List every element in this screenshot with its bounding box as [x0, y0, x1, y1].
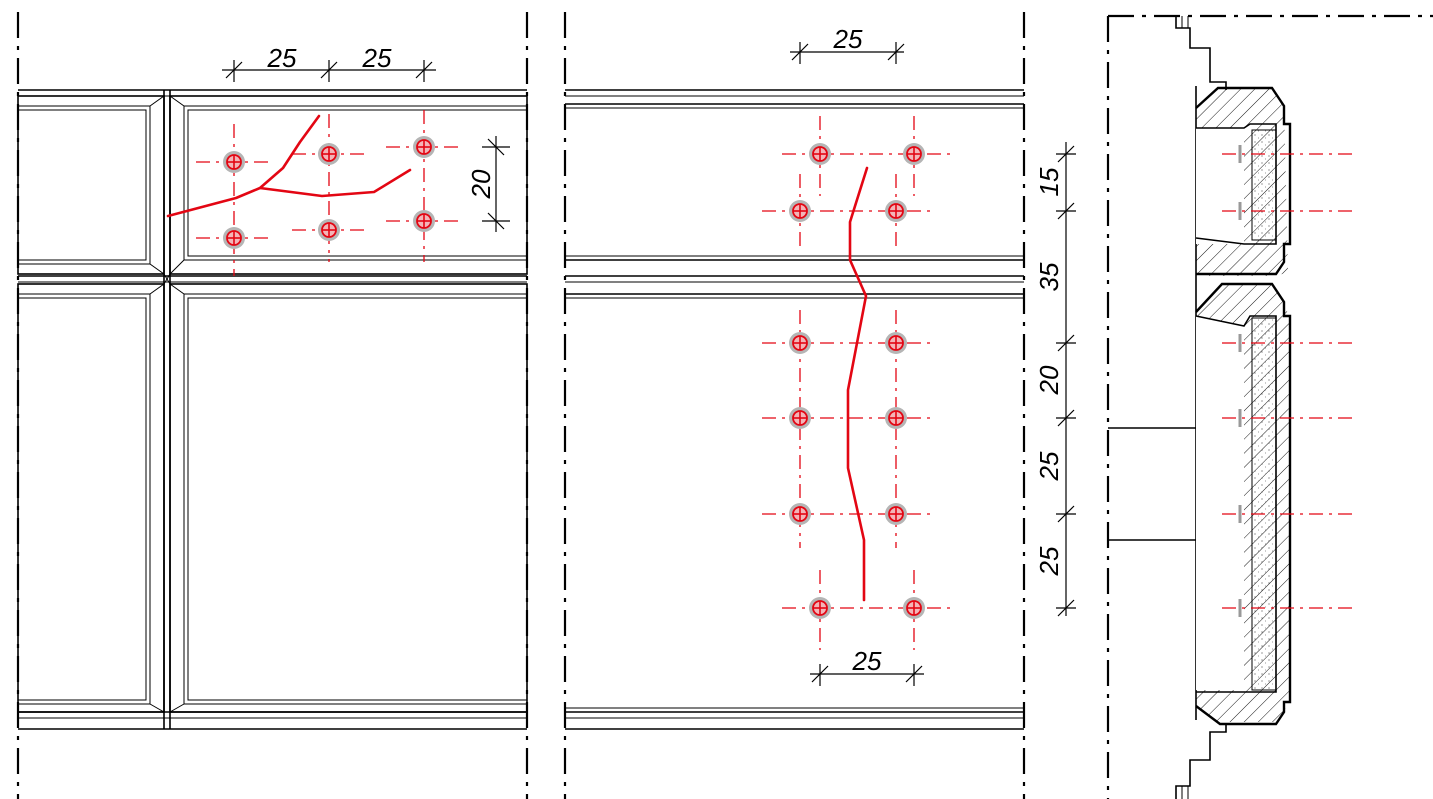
anchor-point-icon [885, 503, 907, 525]
elevation-a: 25 25 20 [17, 43, 528, 730]
dim-label-v2: 35 [1034, 262, 1064, 291]
anchor-point-icon [789, 503, 811, 525]
anchor-point-icon [223, 151, 245, 173]
crack-a [166, 114, 412, 218]
anchor-point-icon [903, 597, 925, 619]
anchor-point-icon [318, 143, 340, 165]
anchors-a [223, 136, 435, 249]
crack-b [846, 166, 869, 602]
dim-label-v1: 15 [1034, 167, 1064, 196]
anchor-point-icon [789, 332, 811, 354]
dimension-b-bottom: 25 [810, 646, 924, 686]
dimension-b-top: 25 [790, 24, 905, 64]
anchor-point-icon [318, 219, 340, 241]
anchor-point-icon [789, 407, 811, 429]
panel-lower-right [169, 283, 528, 713]
dim-label-a-side: 20 [466, 169, 496, 199]
anchor-grid-a [196, 110, 460, 276]
dim-label-v3: 20 [1034, 365, 1064, 395]
elevation-b: 25 25 15 35 20 [565, 24, 1076, 730]
anchors-b [789, 143, 925, 619]
dim-label-b-bottom: 25 [852, 646, 882, 676]
anchor-point-icon [789, 200, 811, 222]
anchor-point-icon [903, 143, 925, 165]
section-anchor-lines [1222, 145, 1352, 617]
anchor-point-icon [885, 332, 907, 354]
dim-label-a-top-left: 25 [267, 43, 297, 73]
dimension-vertical-chain: 15 35 20 25 25 [1034, 142, 1076, 617]
panel-lower-left [17, 283, 165, 713]
anchor-point-icon [223, 227, 245, 249]
dim-label-b-top: 25 [833, 24, 863, 54]
dim-label-v5: 25 [1034, 546, 1064, 576]
dimension-a-top: 25 25 [222, 43, 436, 82]
panel-upper-left [17, 95, 165, 275]
section-view [1108, 16, 1352, 799]
anchor-point-icon [885, 200, 907, 222]
anchor-point-icon [413, 210, 435, 232]
anchor-point-icon [809, 143, 831, 165]
dim-label-v4: 25 [1034, 451, 1064, 481]
anchor-point-icon [885, 407, 907, 429]
dim-label-a-top-right: 25 [362, 43, 392, 73]
dimension-a-side: 20 [466, 136, 510, 232]
anchor-point-icon [809, 597, 831, 619]
anchor-point-icon [413, 136, 435, 158]
